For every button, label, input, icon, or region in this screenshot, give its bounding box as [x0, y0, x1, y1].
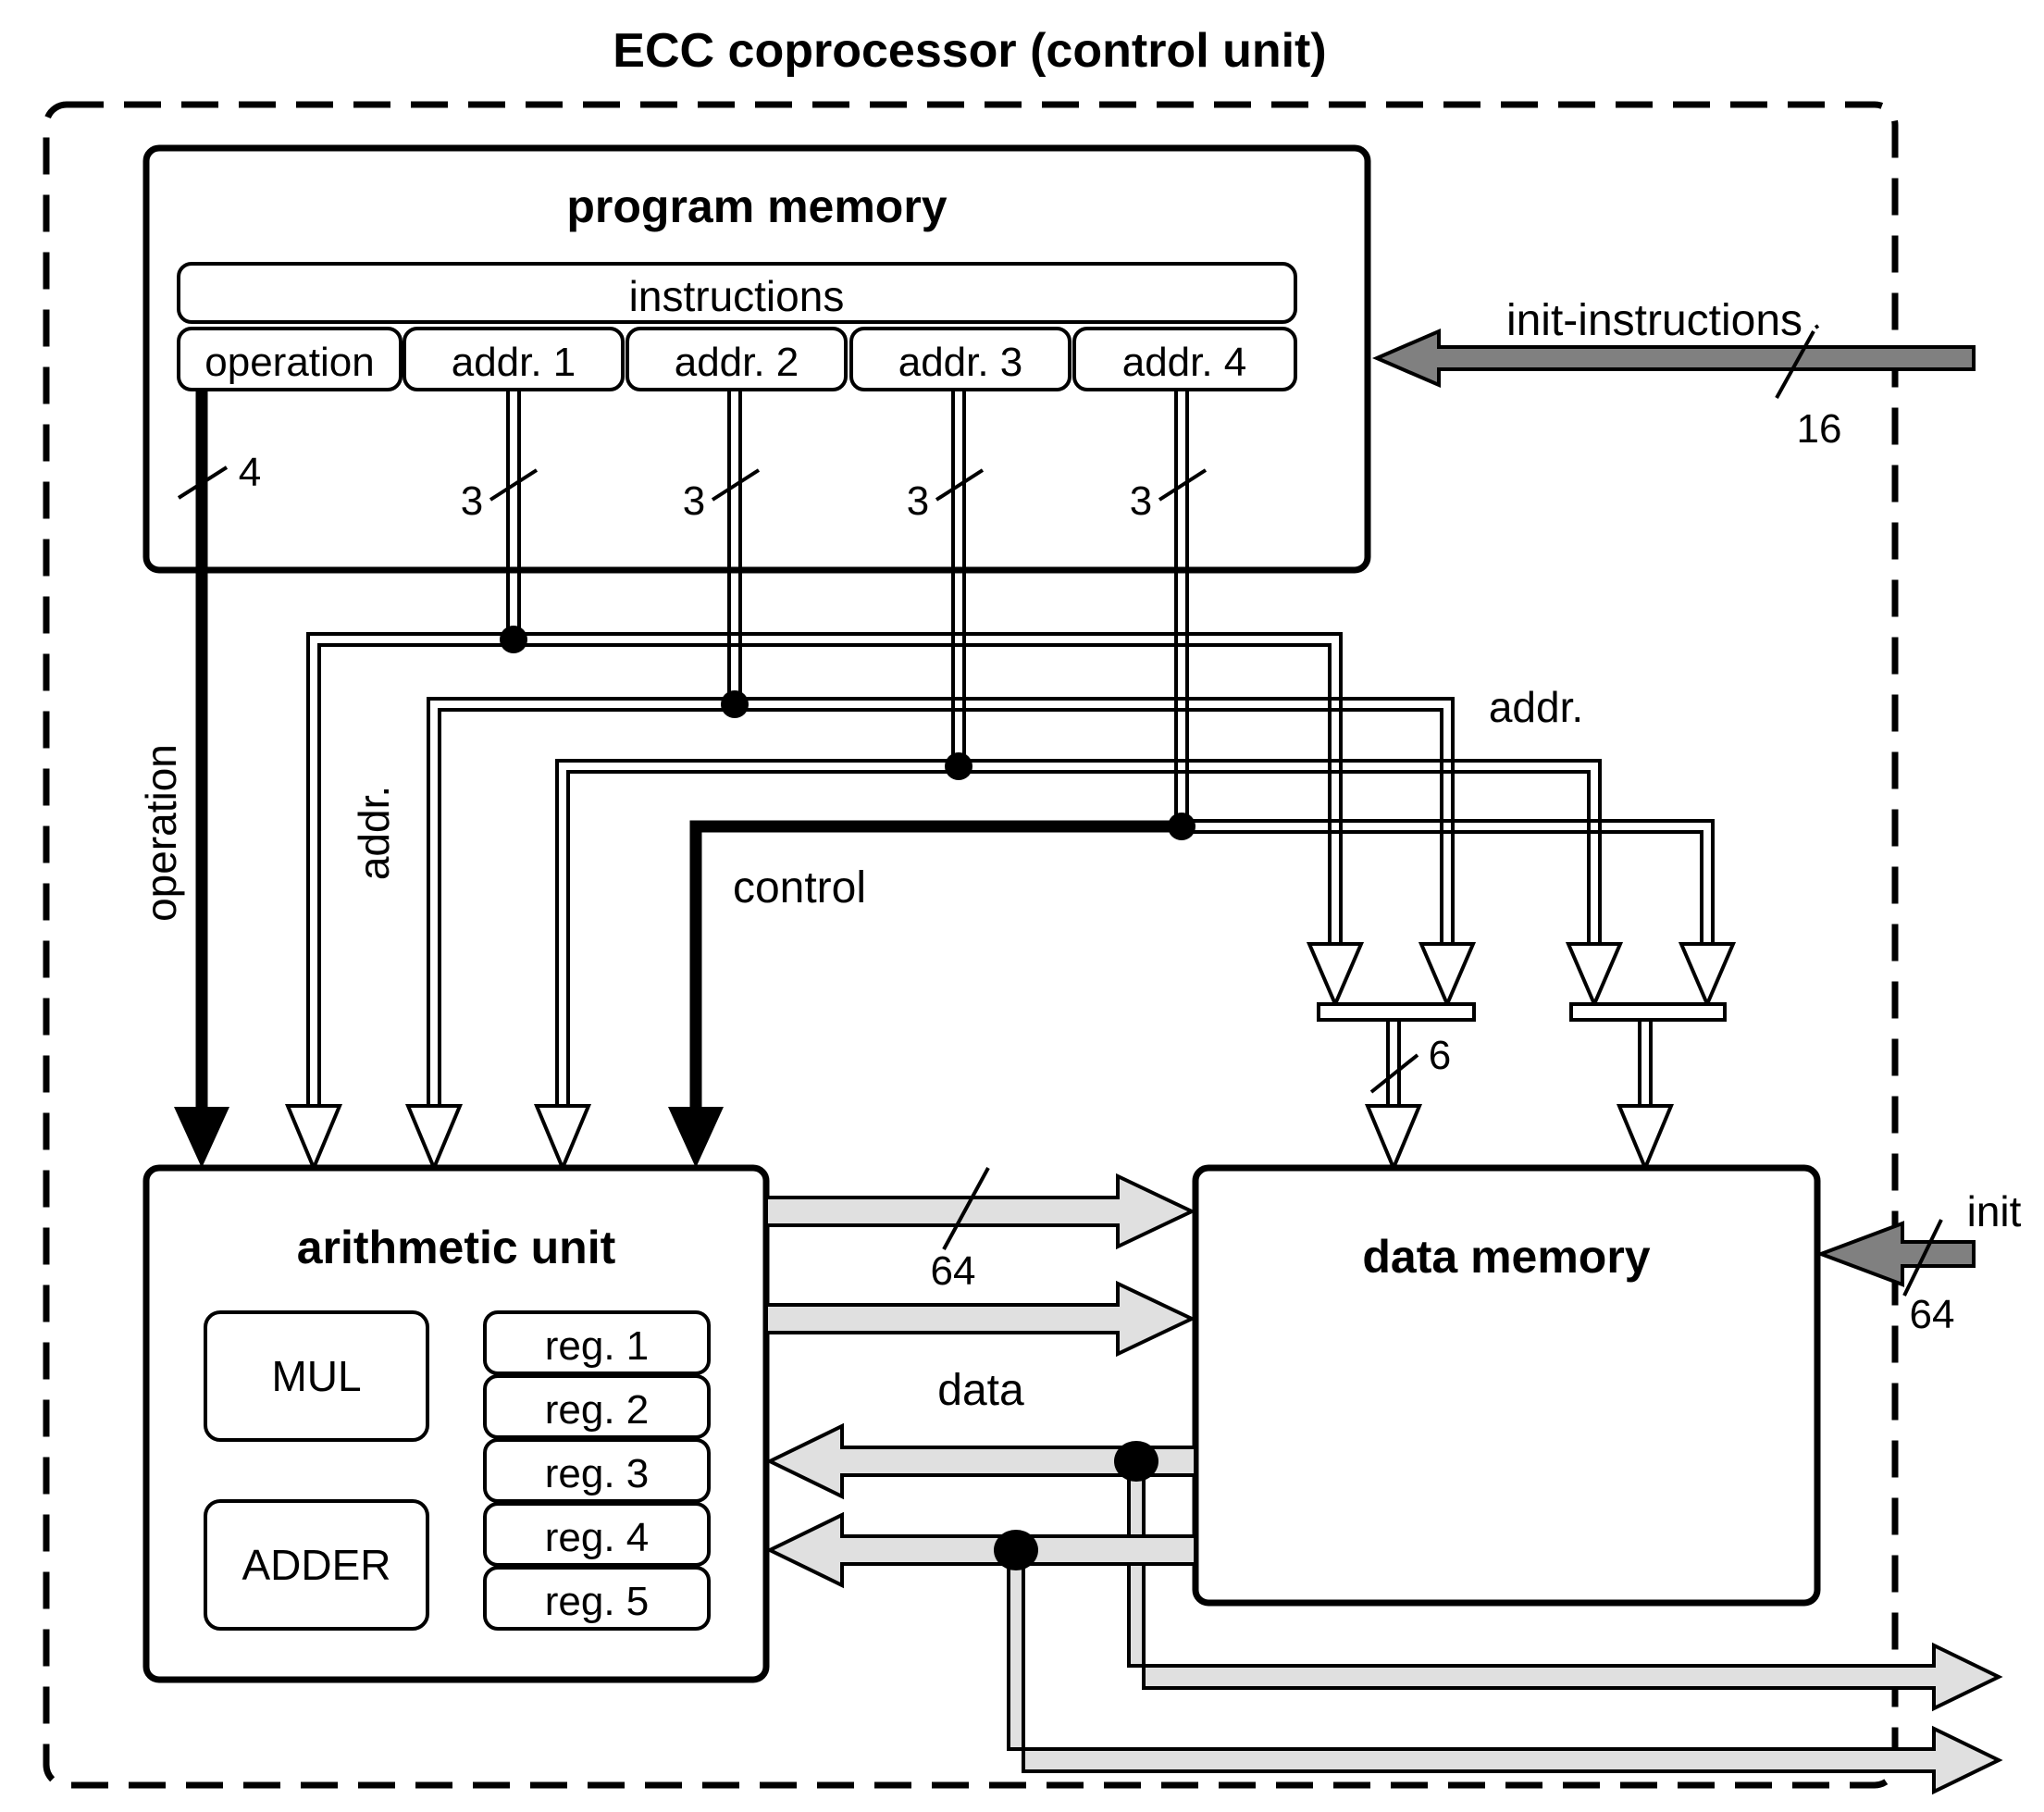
- data-memory-block: data memory: [1192, 1164, 1821, 1607]
- reg-3-label: reg. 3: [545, 1451, 650, 1496]
- addr-arrow-au-2: [404, 1104, 464, 1173]
- addr-3-label: addr. 3: [898, 340, 1023, 385]
- coprocessor-boundary: [43, 101, 1899, 1789]
- init-instructions-arrow: init-instructions 16: [1371, 296, 1976, 452]
- reg-2: [483, 1374, 711, 1439]
- data-bus-junctions: [994, 1441, 1158, 1570]
- addr-2-label: addr. 2: [675, 340, 799, 385]
- diagram-title: ECC coprocessor (control unit): [613, 24, 1326, 78]
- mul-label: MUL: [271, 1352, 361, 1400]
- reg-1: [483, 1310, 711, 1375]
- instructions-label: instructions: [629, 272, 845, 320]
- addr-1-width: 3: [461, 478, 483, 524]
- addr-arrow-mux-2: [1418, 942, 1477, 1010]
- addr-1-label: addr. 1: [452, 340, 576, 385]
- mul-box: [204, 1310, 429, 1442]
- addr-arrow-mux-4: [1678, 942, 1737, 1010]
- multiplexers: 6: [1317, 1002, 1727, 1173]
- data-label: data: [937, 1366, 1024, 1415]
- bus-width-tick: [942, 1167, 990, 1250]
- addr-arrow-mux-3: [1565, 942, 1624, 1010]
- mux-width: 6: [1429, 1033, 1451, 1078]
- operation-width: 4: [239, 450, 261, 495]
- mux-left: [1317, 1002, 1476, 1022]
- mux-right: [1569, 1002, 1727, 1022]
- bus-width-label: 64: [931, 1248, 976, 1294]
- addr-right-label: addr.: [1489, 683, 1583, 731]
- data-bus-au-to-dm-2: [764, 1280, 1196, 1358]
- data-memory-title: data memory: [1362, 1231, 1650, 1283]
- addr-arrow-au-3: [533, 1104, 592, 1173]
- addr-3-field: [849, 327, 1072, 391]
- data-bus-dm-to-au-2: [765, 1511, 2003, 1795]
- addr-2-field: [626, 327, 848, 391]
- control-label: control: [733, 863, 866, 912]
- addr-arrow-au-1: [284, 1104, 343, 1173]
- reg-4: [483, 1502, 711, 1567]
- data-bus-au-to-dm-1: [764, 1173, 1196, 1250]
- init-instructions-width: 16: [1797, 406, 1842, 452]
- instructions-field: [177, 262, 1297, 324]
- addr-left-label: addr.: [350, 786, 398, 880]
- addr-4-width: 3: [1130, 478, 1152, 524]
- reg-5-label: reg. 5: [545, 1579, 650, 1624]
- adder-box: [204, 1499, 429, 1631]
- addr-arrow-mux-1: [1306, 942, 1365, 1010]
- reg-2-label: reg. 2: [545, 1387, 650, 1433]
- address-buses: [306, 390, 1715, 1122]
- reg-5: [483, 1566, 711, 1631]
- addr-2-width: 3: [683, 478, 705, 524]
- init-arrow: init 64: [1815, 1187, 2022, 1337]
- operation-bus: 4 operation: [137, 390, 261, 1168]
- data-bus-dm-to-au-1: [765, 1422, 2003, 1712]
- addr-1-field: [403, 327, 625, 391]
- operation-field: [177, 327, 403, 391]
- init-width: 64: [1910, 1292, 1955, 1337]
- bus-junctions: [500, 626, 1195, 840]
- addr-4-label: addr. 4: [1122, 340, 1247, 385]
- addr-3-width: 3: [907, 478, 929, 524]
- addr-4-field: [1072, 327, 1297, 391]
- reg-1-label: reg. 1: [545, 1323, 650, 1369]
- address-width-markers: 3 3 3 3: [461, 468, 1208, 524]
- adder-label: ADDER: [242, 1541, 390, 1589]
- operation-bus-label: operation: [137, 744, 185, 922]
- address-arrowheads: [284, 942, 1737, 1173]
- arithmetic-unit-title: arithmetic unit: [297, 1222, 616, 1273]
- reg-4-label: reg. 4: [545, 1515, 650, 1560]
- program-memory-title: program memory: [566, 180, 947, 232]
- control-bus: control: [668, 820, 1182, 1168]
- operation-field-label: operation: [204, 340, 374, 385]
- data-buses: [764, 1173, 2003, 1795]
- arithmetic-unit-block: arithmetic unit MUL ADDER reg. 1 reg. 2 …: [142, 1164, 770, 1683]
- program-memory-block: program memory instructions operation ad…: [142, 144, 1371, 574]
- init-instructions-label: init-instructions: [1506, 296, 1802, 345]
- init-label: init: [1967, 1187, 2022, 1235]
- reg-3: [483, 1438, 711, 1503]
